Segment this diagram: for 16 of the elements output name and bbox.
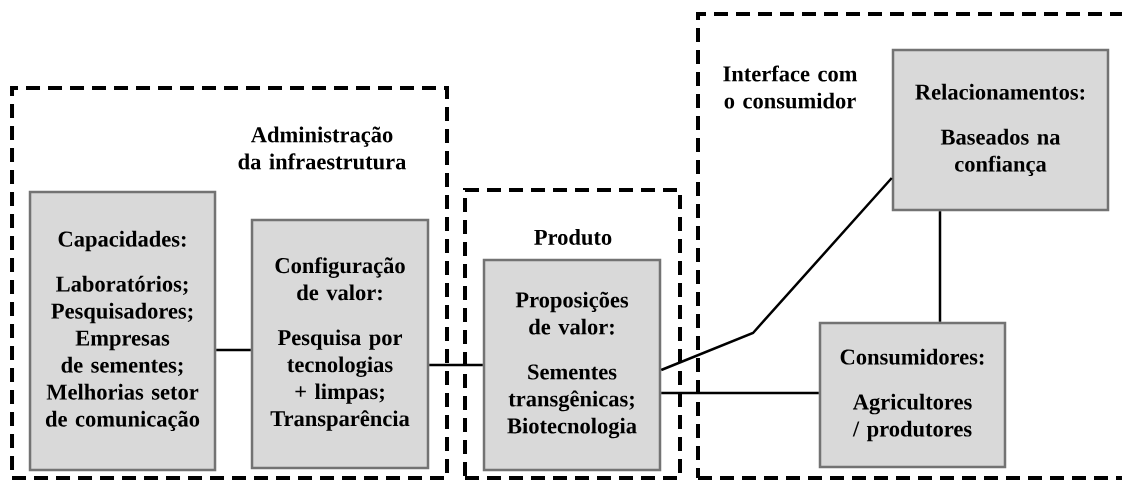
- dashed-group-box: [10, 86, 449, 480]
- dashed-group-box: [696, 12, 1122, 480]
- process-box: Proposições de valor: Sementes transgênicas; Biotecnologia: [482, 258, 662, 472]
- process-box: Capacidades: Laboratórios; Pesquisadores; Empresas de sementes; Melhorias setor de comunicação: [28, 190, 217, 472]
- process-box: Consumidores: Agricultores / produtores: [818, 321, 1007, 469]
- connector-line: [661, 391, 819, 395]
- group-title: Interface com o consumidor: [723, 65, 858, 109]
- connector-line: [660, 177, 893, 372]
- process-box: Relacionamentos: Baseados na confiança: [891, 48, 1110, 212]
- connector-line: [216, 348, 251, 352]
- group-title: Produto: [534, 229, 612, 245]
- group-title: Administração da infraestrutura: [238, 126, 407, 170]
- connector-line: [429, 363, 483, 367]
- dashed-group-box: [463, 188, 682, 480]
- connector-line: [938, 211, 942, 322]
- process-box: Configuração de valor: Pesquisa por tecnologias + limpas; Transparência: [250, 218, 430, 470]
